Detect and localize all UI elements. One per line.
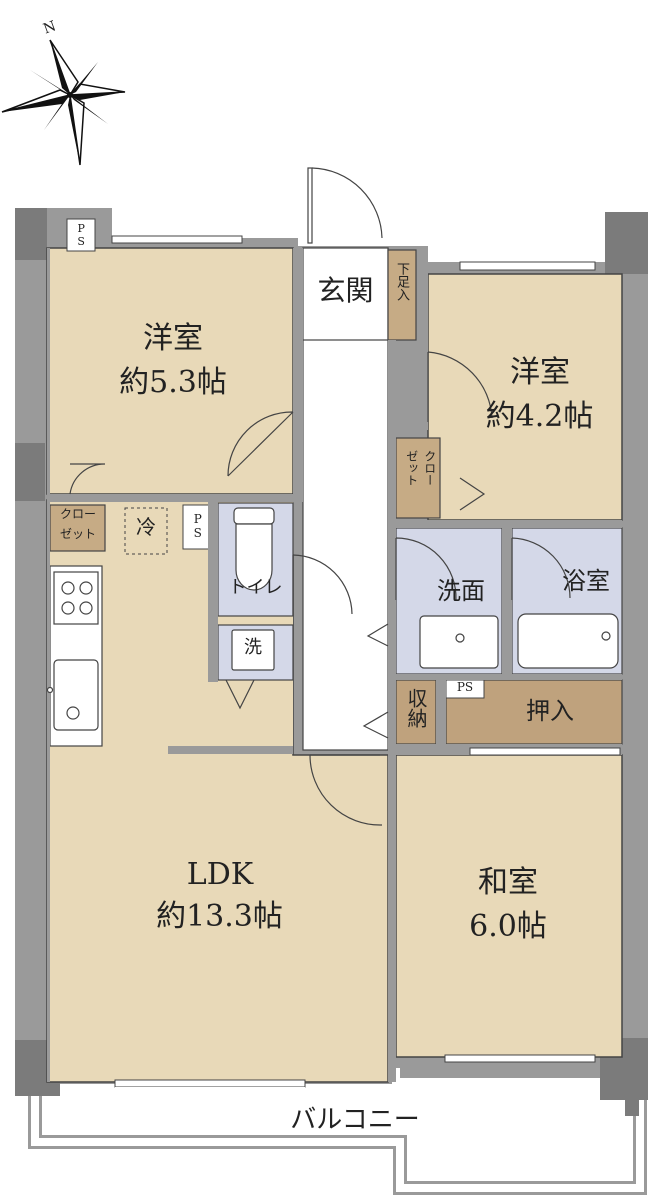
label-balcony: バルコニー — [290, 1105, 420, 1135]
fixtures — [46, 507, 619, 731]
label-ps-1: PS — [74, 222, 88, 248]
compass-rose-icon — [1, 39, 126, 166]
bathtub — [517, 613, 619, 669]
room-name-entrance: 玄関 — [317, 274, 374, 307]
label-toilet: トイレ — [228, 577, 283, 598]
label-shoe-box: 下足入 — [393, 262, 409, 301]
label-closet-1-line2: ゼット — [59, 527, 96, 541]
room-name-japanese: 和室 — [478, 865, 538, 900]
balcony-edge — [115, 1087, 305, 1090]
label-bathroom: 浴室 — [562, 567, 610, 595]
label-ps-2: PS — [190, 512, 205, 540]
windows — [111, 235, 621, 1088]
label-ps-3: PS — [456, 680, 474, 694]
label-oshiire: 押入 — [526, 697, 574, 725]
stove — [53, 571, 99, 625]
doors — [69, 167, 571, 826]
kitchen-sink — [53, 659, 99, 731]
room-name-western-1: 洋室 — [143, 321, 203, 356]
label-fridge: 冷 — [136, 515, 156, 539]
room-size-ldk: 約13.3帖 — [156, 899, 283, 934]
label-washroom: 洗面 — [437, 577, 485, 605]
label-closet-1-line1: クロー — [59, 507, 96, 521]
room-name-western-2: 洋室 — [510, 355, 570, 390]
room-size-japanese: 6.0帖 — [469, 909, 547, 944]
room-size-western-2: 約4.2帖 — [485, 399, 594, 434]
room-size-western-1: 約5.3帖 — [119, 365, 227, 400]
compass-north-letter: N — [41, 18, 58, 37]
label-storage: 収納 — [404, 688, 428, 728]
label-closet-2-line2: ゼット — [404, 450, 419, 486]
toilet-tank — [233, 507, 275, 525]
toilet-bowl — [235, 523, 273, 591]
label-washer: 洗 — [244, 637, 262, 658]
label-closet-2-line1: クロー — [422, 450, 437, 486]
washer-machine — [231, 629, 275, 671]
room-name-ldk: LDK — [186, 857, 254, 892]
